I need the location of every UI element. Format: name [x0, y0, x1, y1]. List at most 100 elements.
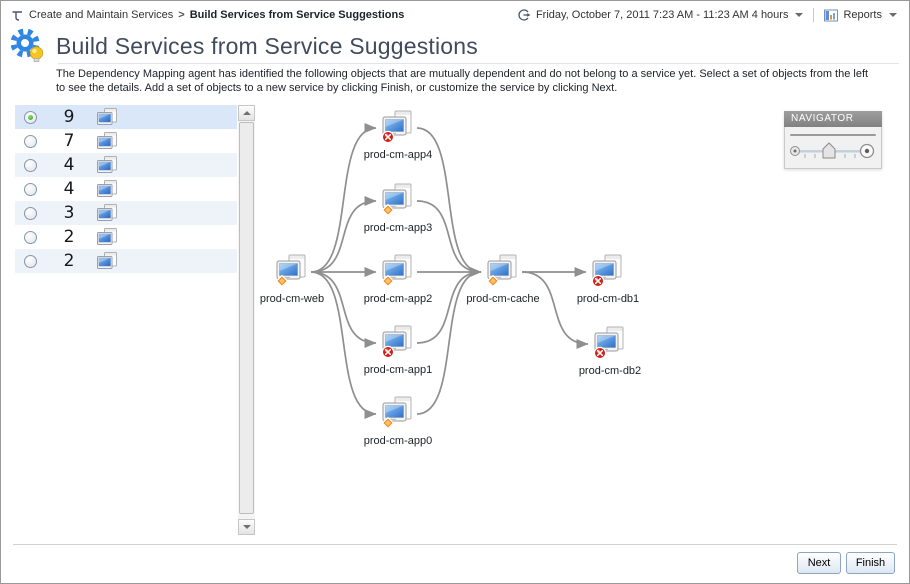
service-objects-icon	[97, 179, 117, 197]
radio-button[interactable]	[24, 254, 37, 268]
breadcrumb-separator: >	[178, 9, 185, 21]
finish-button[interactable]: Finish	[846, 552, 895, 574]
graph-edge	[416, 200, 482, 277]
graph-node-prod-cm-cache[interactable]: prod-cm-cache	[448, 254, 558, 305]
node-label: prod-cm-app3	[363, 222, 433, 234]
scrollbar-thumb[interactable]	[239, 122, 254, 514]
triangle-up-icon	[242, 111, 251, 115]
breadcrumb-parent-link[interactable]: Create and Maintain Services	[29, 9, 174, 21]
computer-icon	[591, 254, 622, 288]
computer-icon	[275, 254, 306, 288]
zoom-out-dot-icon	[793, 149, 797, 153]
footer-divider	[13, 544, 897, 545]
graph-edge	[310, 123, 377, 273]
navigator-title: NAVIGATOR	[784, 111, 882, 127]
reports-caret-icon[interactable]	[889, 13, 897, 17]
suggestion-count: 7	[63, 131, 75, 151]
radio-button[interactable]	[24, 206, 37, 220]
scrollbar-up-button[interactable]	[238, 105, 255, 121]
graph-edge	[416, 267, 482, 415]
node-label: prod-cm-web	[259, 293, 325, 305]
service-objects-icon	[97, 227, 117, 245]
graph-edge	[521, 271, 589, 349]
graph-edges	[310, 123, 589, 419]
computer-icon	[593, 326, 624, 360]
time-range-icon	[518, 9, 531, 21]
node-label: prod-cm-db2	[578, 365, 642, 377]
time-range-caret-icon[interactable]	[795, 13, 804, 17]
node-label: prod-cm-app1	[363, 364, 433, 376]
suggestion-row[interactable]: 9	[15, 105, 237, 129]
graph-edge	[310, 196, 377, 273]
scrollbar-down-button[interactable]	[238, 519, 255, 535]
breadcrumb-current: Build Services from Service Suggestions	[189, 9, 405, 21]
suggestion-list: 9 7 4 4 3 2 2	[15, 105, 237, 273]
node-label: prod-cm-db1	[576, 293, 640, 305]
node-label: prod-cm-app2	[363, 293, 433, 305]
suggestion-row[interactable]: 2	[15, 225, 237, 249]
slider-handle[interactable]	[822, 142, 836, 159]
zoom-in-dot-icon	[864, 148, 870, 154]
title-underline	[58, 63, 899, 64]
radio-button[interactable]	[24, 110, 37, 124]
graph-node-prod-cm-app4[interactable]: prod-cm-app4	[343, 110, 453, 161]
radio-button[interactable]	[24, 182, 37, 196]
suggestion-list-panel: 9 7 4 4 3 2 2	[15, 105, 255, 535]
page-description: The Dependency Mapping agent has identif…	[56, 68, 869, 94]
suggestion-count: 2	[63, 227, 75, 247]
zoom-slider[interactable]	[788, 140, 876, 164]
computer-icon	[381, 325, 412, 359]
suggestion-row[interactable]: 4	[15, 153, 237, 177]
graph-edge	[416, 127, 482, 277]
scrollbar[interactable]	[238, 105, 255, 535]
graph-node-prod-cm-app1[interactable]: prod-cm-app1	[343, 325, 453, 376]
radio-button[interactable]	[24, 158, 37, 172]
computer-icon	[381, 254, 412, 288]
computer-icon	[381, 396, 412, 430]
next-button[interactable]: Next	[797, 552, 841, 574]
service-objects-icon	[97, 155, 117, 173]
computer-icon	[381, 183, 412, 217]
graph-node-prod-cm-web[interactable]: prod-cm-web	[237, 254, 347, 305]
computer-icon	[381, 110, 412, 144]
reports-icon	[824, 9, 839, 21]
breadcrumb: Create and Maintain Services > Build Ser…	[11, 9, 404, 22]
node-label: prod-cm-app4	[363, 149, 433, 161]
graph-node-prod-cm-app2[interactable]: prod-cm-app2	[343, 254, 453, 305]
page-title: Build Services from Service Suggestions	[56, 32, 478, 59]
radio-button[interactable]	[24, 230, 37, 244]
suggestion-count: 4	[63, 179, 75, 199]
gear-lightbulb-icon	[11, 28, 44, 63]
time-range-selector[interactable]: Friday, October 7, 2011 7:23 AM - 11:23 …	[535, 9, 789, 21]
suggestion-count: 4	[63, 155, 75, 175]
graph-node-prod-cm-app0[interactable]: prod-cm-app0	[343, 396, 453, 447]
service-objects-icon	[97, 203, 117, 221]
toolbar-divider	[813, 8, 815, 22]
suggestion-row[interactable]: 3	[15, 201, 237, 225]
node-label: prod-cm-cache	[466, 293, 540, 305]
navigator-minimap-line	[790, 134, 876, 136]
top-bar: Create and Maintain Services > Build Ser…	[1, 1, 909, 29]
radio-button[interactable]	[24, 134, 37, 148]
service-objects-icon	[97, 107, 117, 125]
graph-edge	[310, 271, 377, 419]
suggestion-count: 3	[63, 203, 75, 223]
suggestion-row[interactable]: 2	[15, 249, 237, 273]
radio-selected-dot	[28, 114, 33, 120]
navigator-body	[784, 127, 882, 169]
graph-node-prod-cm-db1[interactable]: prod-cm-db1	[553, 254, 663, 305]
title-row: Build Services from Service Suggestions	[11, 28, 478, 64]
suggestion-row[interactable]: 4	[15, 177, 237, 201]
graph-node-prod-cm-db2[interactable]: prod-cm-db2	[555, 326, 665, 377]
graph-node-prod-cm-app3[interactable]: prod-cm-app3	[343, 183, 453, 234]
graph-edge	[416, 267, 482, 344]
top-right-controls: Friday, October 7, 2011 7:23 AM - 11:23 …	[517, 8, 897, 22]
suggestion-count: 9	[63, 107, 75, 127]
suggestion-row[interactable]: 7	[15, 129, 237, 153]
dependency-graph: prod-cm-web prod-cm-app4 prod-cm-app3 prod-…	[256, 101, 696, 481]
breadcrumb-up-icon	[12, 10, 22, 21]
triangle-down-icon	[242, 525, 251, 529]
reports-menu[interactable]: Reports	[843, 9, 882, 21]
suggestion-count: 2	[63, 251, 75, 271]
